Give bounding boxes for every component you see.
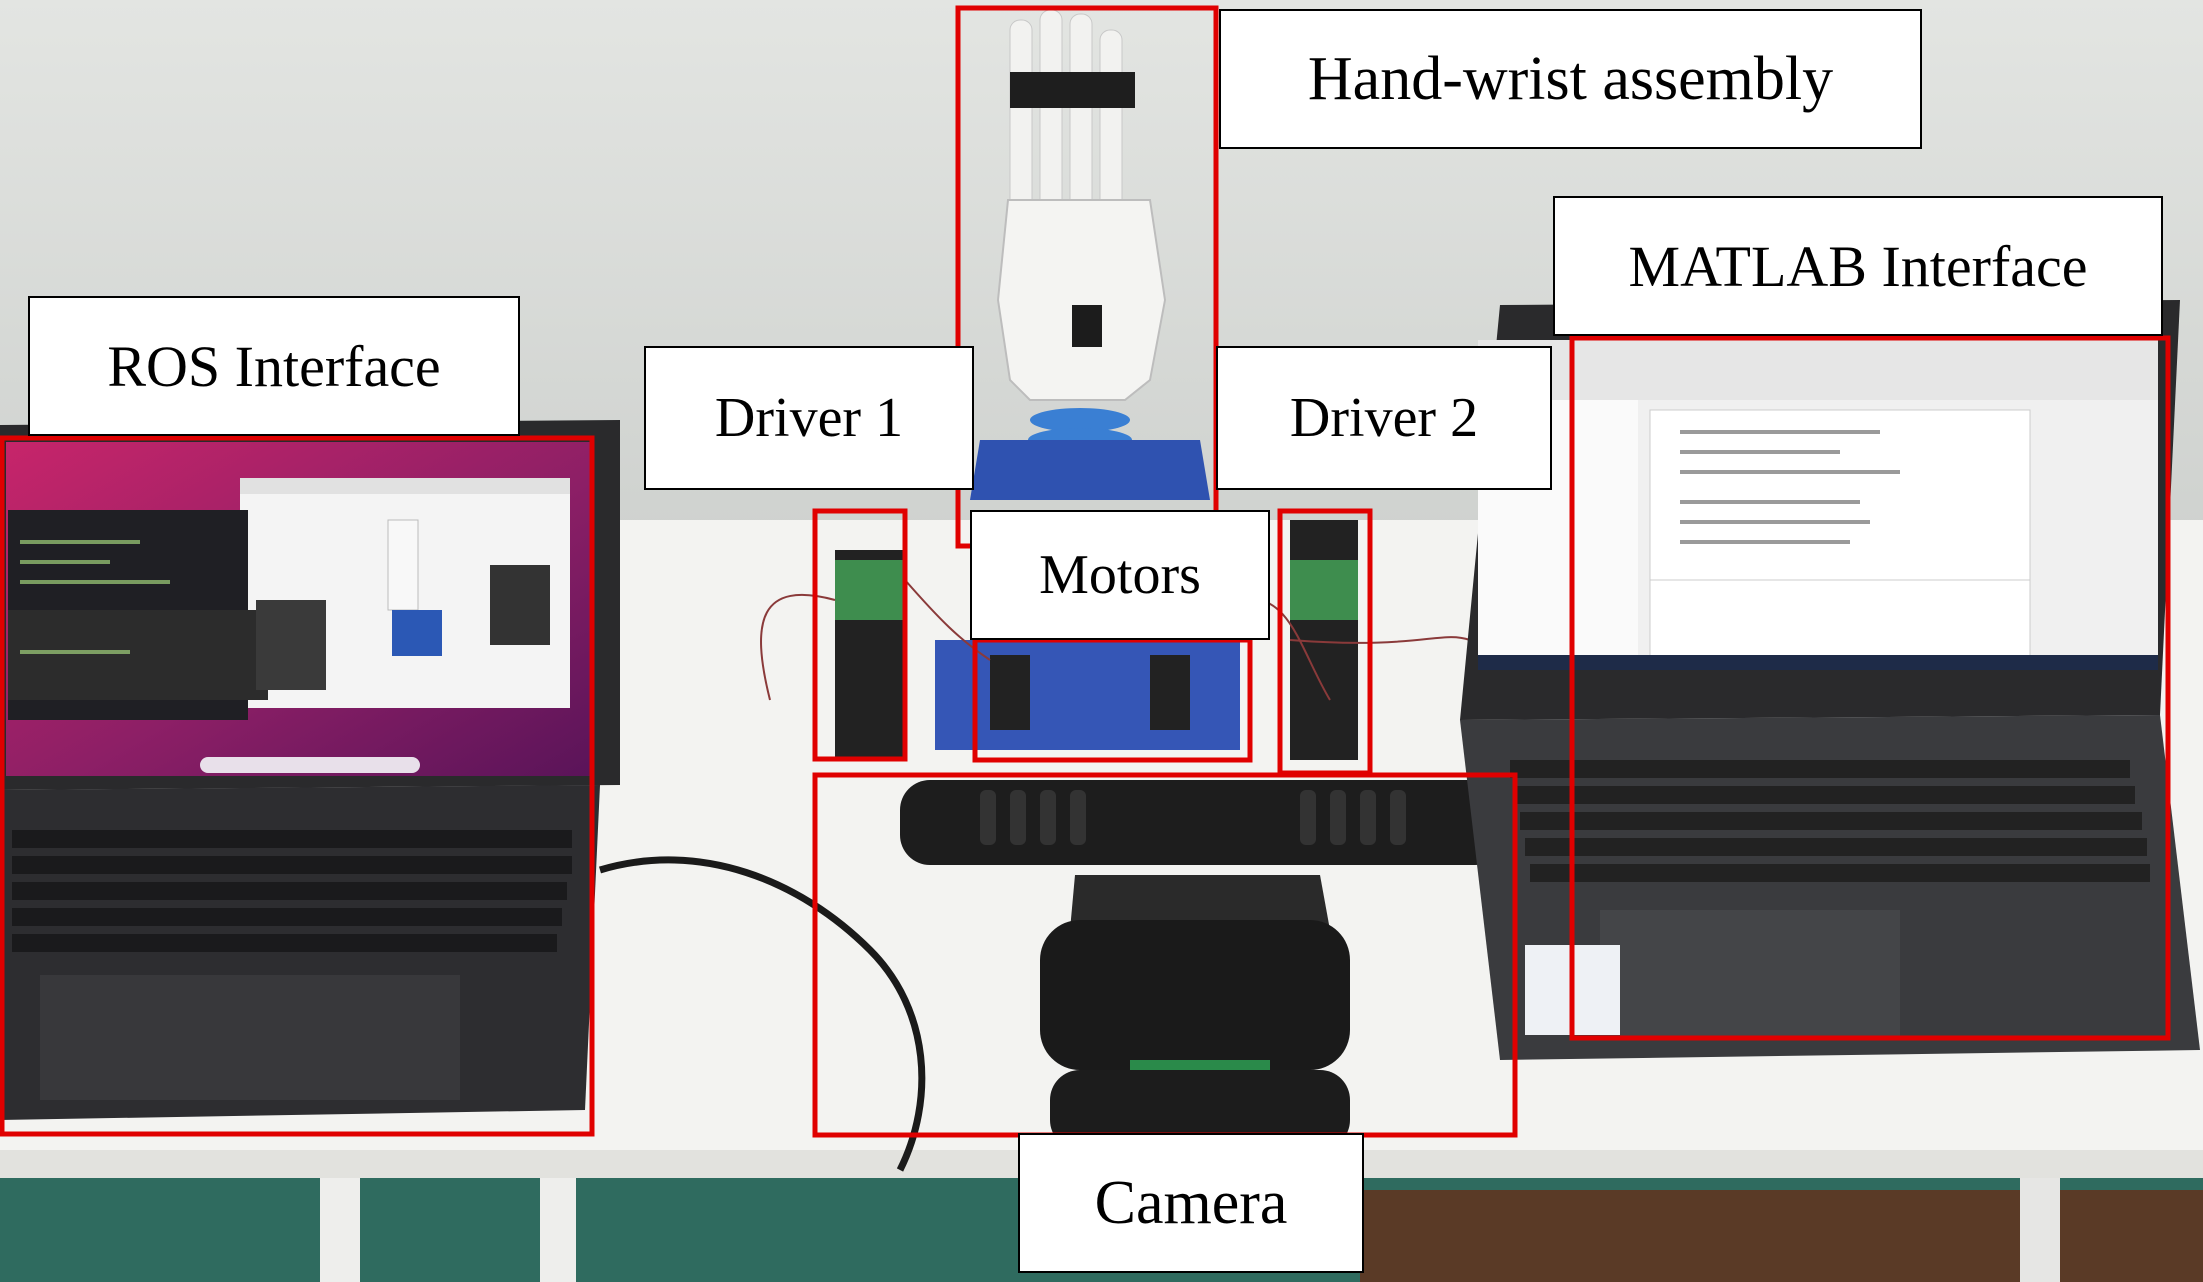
box-driver1: [812, 508, 908, 762]
label-driver-2: Driver 2: [1216, 346, 1552, 490]
label-driver-1: Driver 1: [644, 346, 974, 490]
usb-cable: [598, 856, 926, 1172]
table-leg-left2: [540, 1178, 576, 1282]
box-matlab: [1569, 335, 2171, 1041]
label-ros-interface: ROS Interface: [28, 296, 520, 436]
label-matlab-interface: MATLAB Interface: [1553, 196, 2163, 336]
highlight-boxes: [0, 5, 2171, 1138]
label-camera: Camera: [1018, 1133, 1364, 1273]
box-ros: [0, 435, 595, 1137]
box-motors: [972, 637, 1253, 763]
table-leg-right: [2020, 1178, 2060, 1282]
ros-laptop: [0, 420, 620, 1120]
robotic-hand: [970, 9, 1210, 500]
motor-assembly: [760, 520, 1471, 760]
camera-device: [900, 780, 1505, 1150]
floor-board: [1360, 1190, 2203, 1282]
table-leg-left: [320, 1178, 360, 1282]
label-hand-wrist-assembly: Hand-wrist assembly: [1219, 9, 1922, 149]
matlab-laptop: [1460, 300, 2200, 1060]
label-motors: Motors: [970, 510, 1270, 640]
